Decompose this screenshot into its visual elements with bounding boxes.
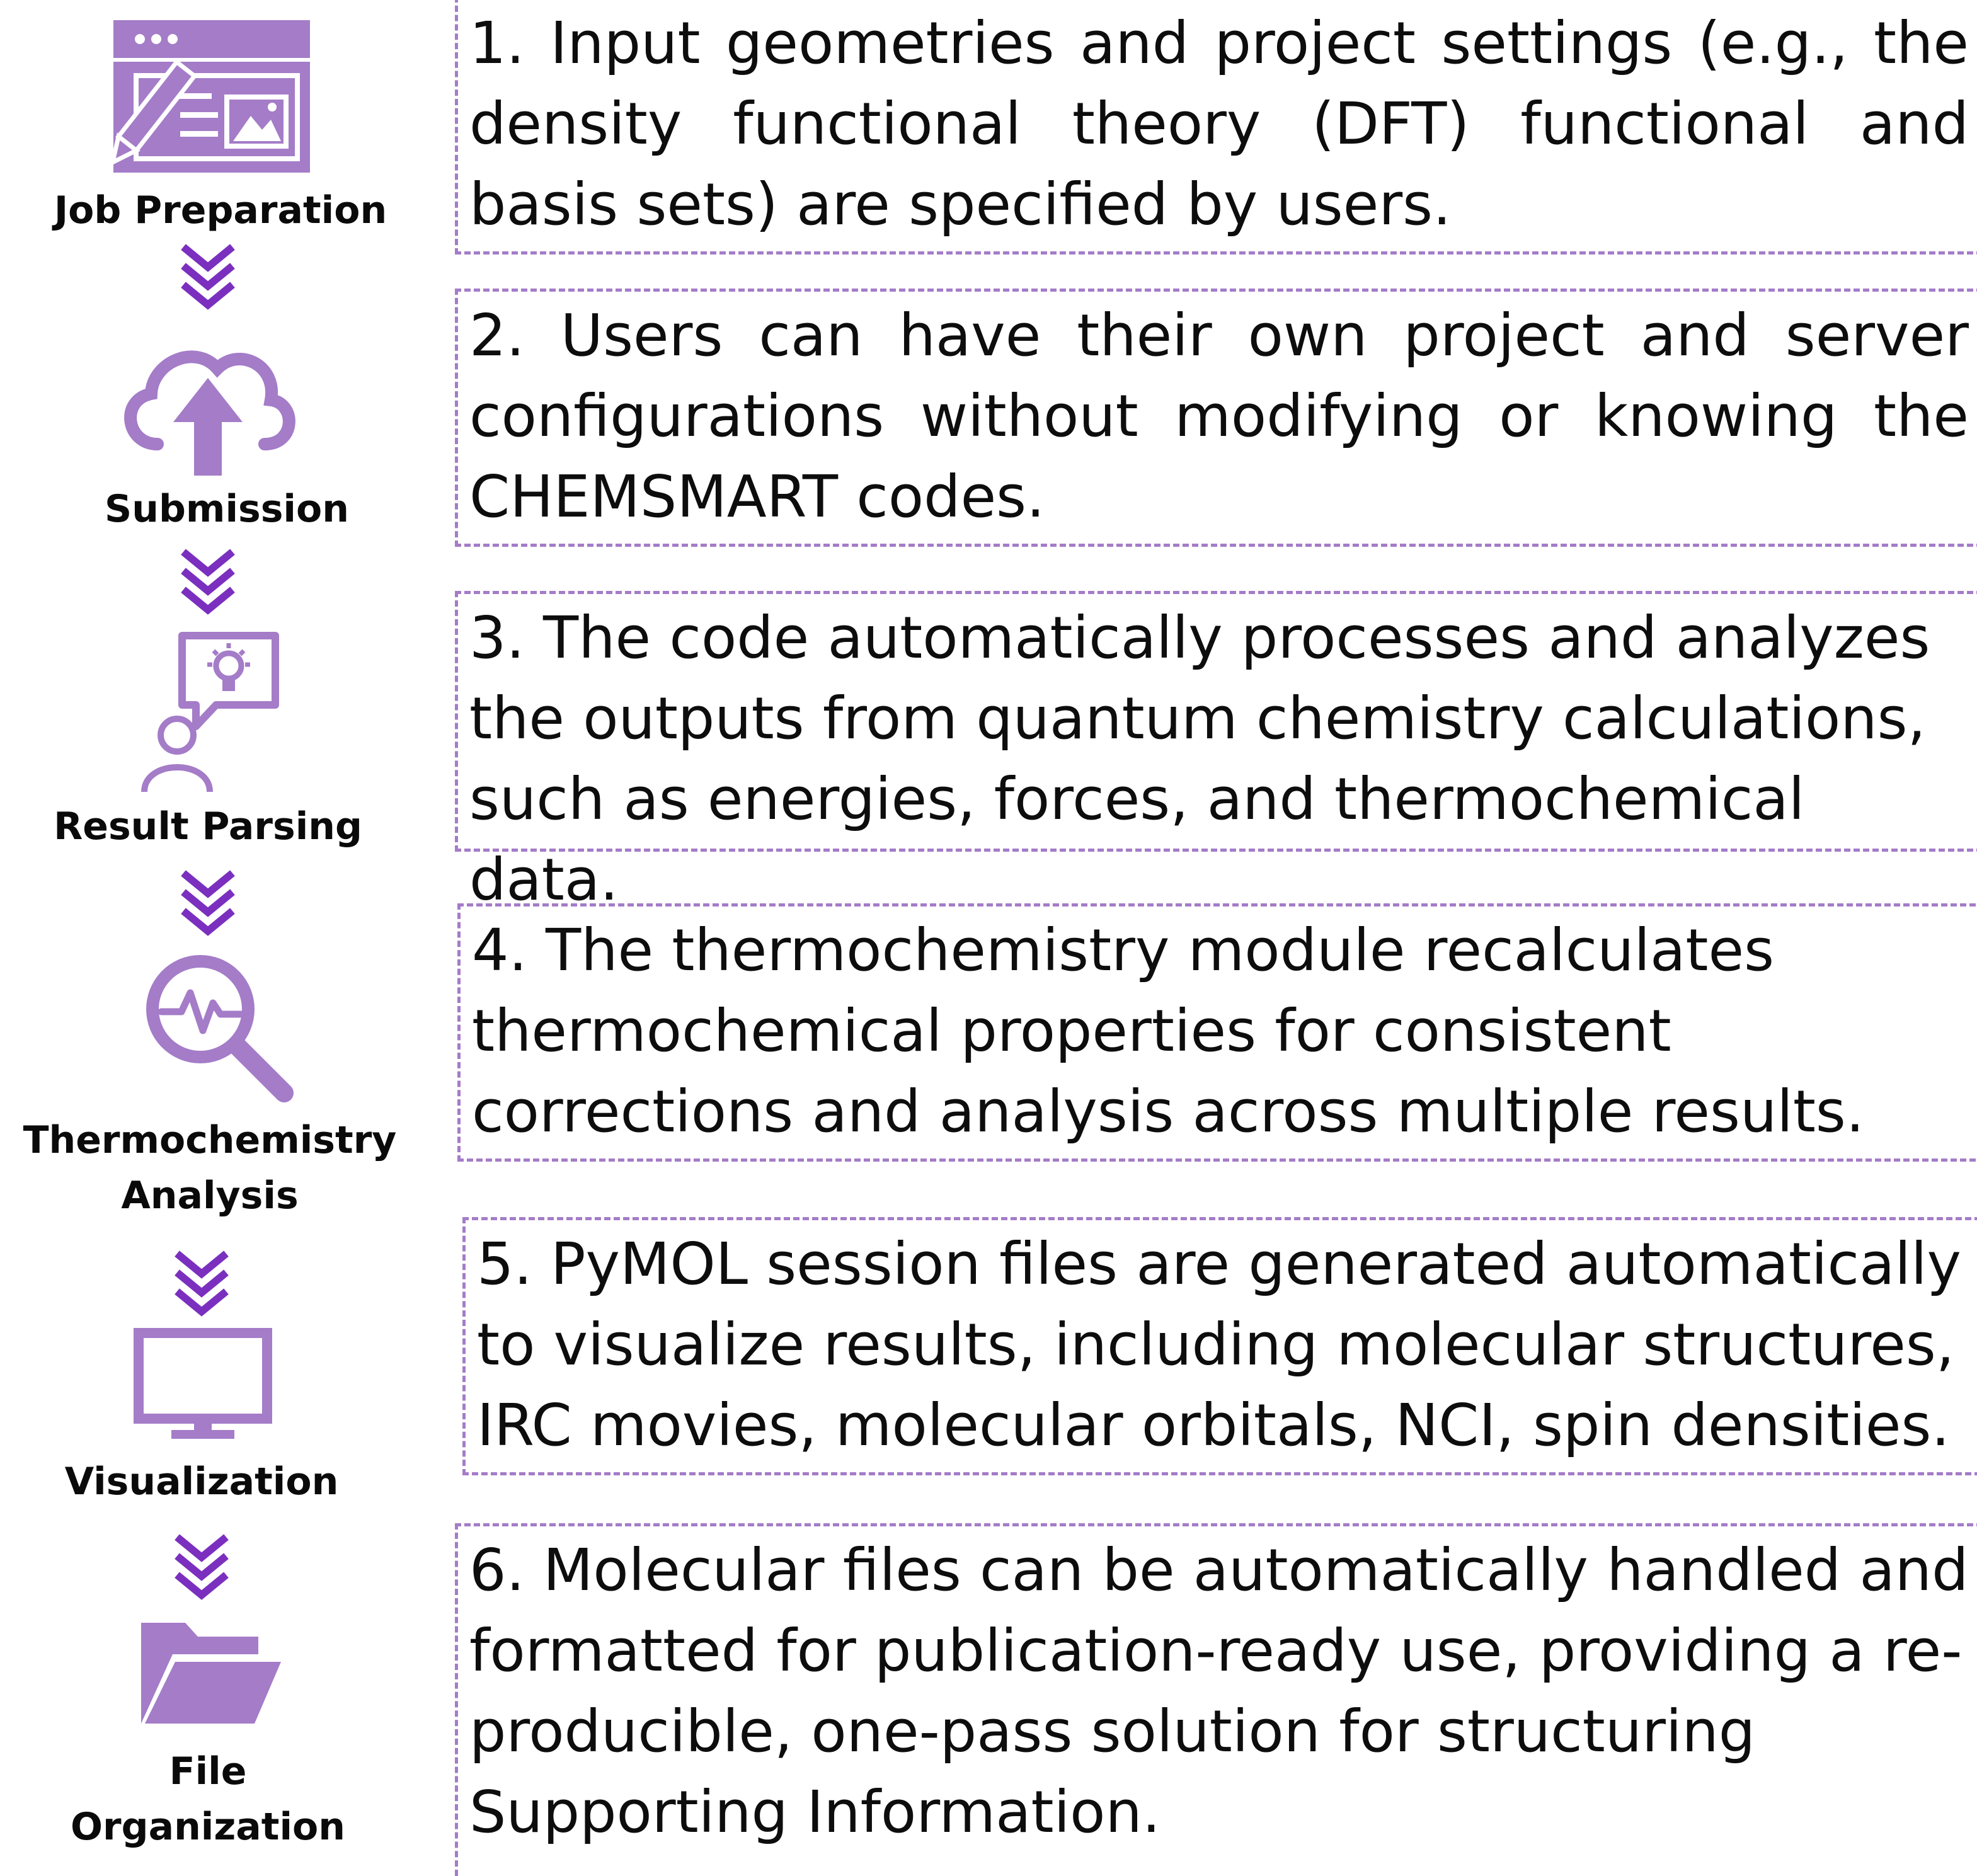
step-label-analysis: Analysis <box>121 1174 299 1218</box>
step-label-thermochemistry: Thermochemistry <box>23 1118 397 1162</box>
step-label-file: File <box>169 1749 247 1793</box>
step-label-job-preparation: Job Preparation <box>54 188 387 232</box>
description-box-3: 3. The code automatically processes and … <box>455 591 1977 913</box>
web-editor-icon <box>109 20 310 173</box>
chevron-down-icon <box>175 1534 229 1600</box>
step-description: 6. Molecular files can be automatically … <box>469 1536 1969 1846</box>
step-description: 1. Input geometries and project settings… <box>469 9 1969 238</box>
step-label-organization: Organization <box>71 1805 345 1849</box>
step-label-submission: Submission <box>105 487 349 531</box>
step-label-result-parsing: Result Parsing <box>54 804 362 849</box>
step-description: 2. Users can have their own project and … <box>469 302 1969 530</box>
monitor-icon <box>134 1328 272 1439</box>
cloud-upload-icon <box>124 350 295 476</box>
step-description: 4. The thermochemistry module recalculat… <box>472 917 1865 1145</box>
magnifier-pulse-icon <box>146 955 294 1102</box>
chevron-down-icon <box>175 1250 229 1317</box>
folder-icon <box>141 1623 281 1724</box>
step-description: 5. PyMOL session files are generated aut… <box>477 1230 1961 1459</box>
description-box-6: 6. Molecular files can be automatically … <box>455 1523 1977 1876</box>
user-idea-icon <box>141 632 279 792</box>
chevron-down-icon <box>181 549 235 615</box>
description-box-2: 2. Users can have their own project and … <box>455 289 1977 547</box>
chevron-down-icon <box>181 244 235 310</box>
description-box-4: 4. The thermochemistry module recalculat… <box>457 903 1977 1162</box>
step-description: 3. The code automatically processes and … <box>469 604 1930 913</box>
chevron-down-icon <box>181 870 235 936</box>
step-label-visualization: Visualization <box>64 1460 339 1504</box>
description-box-1: 1. Input geometries and project settings… <box>455 0 1977 255</box>
description-box-5: 5. PyMOL session files are generated aut… <box>462 1217 1977 1475</box>
